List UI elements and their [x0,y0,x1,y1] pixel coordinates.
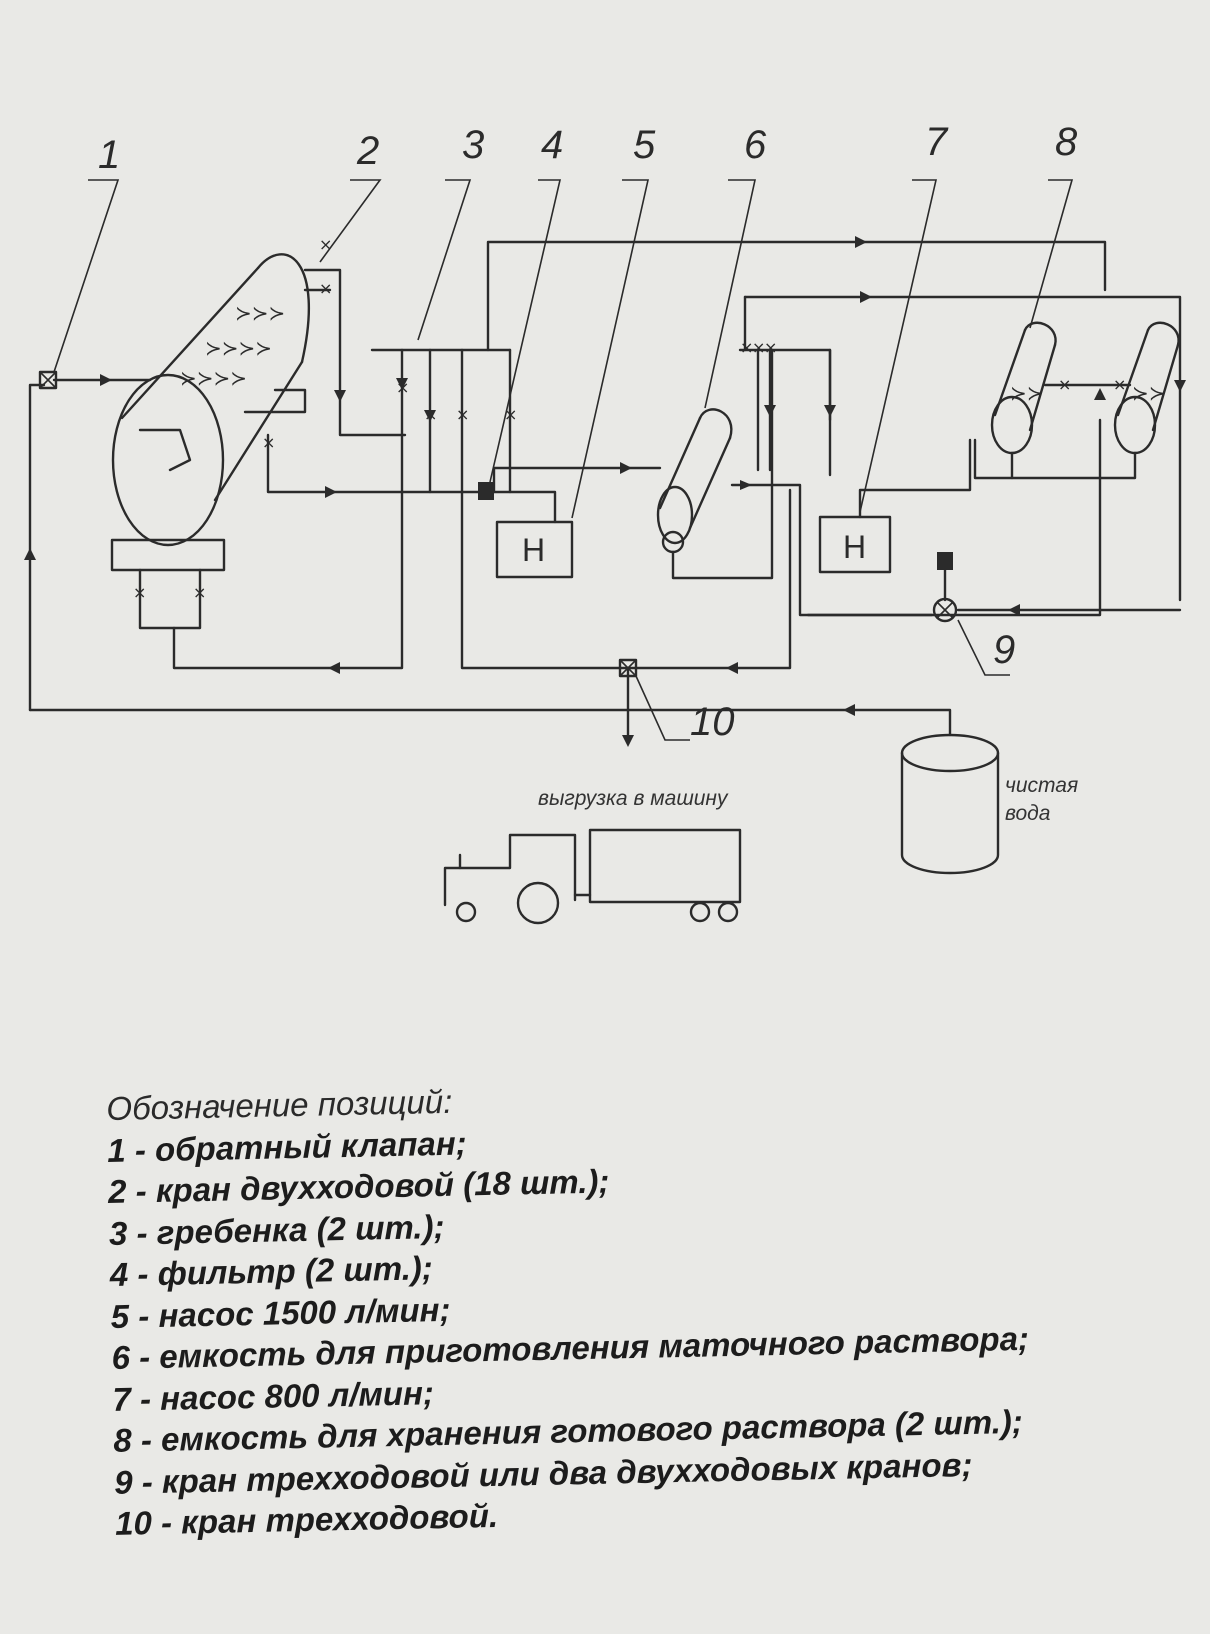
filter-4a [478,482,494,500]
callout-3: 3 [462,123,484,167]
three-way-valve-9 [932,597,958,623]
svg-text:≻≻≻≻: ≻≻≻≻ [205,336,272,360]
three-way-valve-10 [618,658,638,678]
svg-text:×: × [740,338,753,357]
svg-text:×: × [319,235,332,254]
callout-8: 8 [1055,120,1078,164]
svg-text:×: × [1058,375,1071,394]
filter-4b [937,552,953,570]
svg-text:×: × [193,583,206,602]
clean-water-tank [900,733,1000,875]
callout-1: 1 [98,133,120,177]
process-flow-diagram: ≻≻≻≻ ≻≻≻≻ ≻≻≻ × × [24,120,1186,925]
pump-7 [818,515,892,574]
svg-text:≻≻≻: ≻≻≻ [235,301,285,325]
svg-text:×: × [1113,375,1126,394]
callout-numbers: 1 2 3 4 5 6 7 8 9 10 [98,120,1078,744]
svg-text:×: × [262,433,275,452]
callout-7: 7 [925,120,949,164]
clean-water-label-line2: вода [1005,802,1050,825]
legend: Обозначение позиций: 1 - обратный клапан… [106,1065,1195,1544]
svg-text:×: × [456,405,469,424]
clean-water-label-line1: чистая [1005,774,1078,797]
truck-icon [443,828,742,925]
callout-2: 2 [356,129,379,173]
flow-arrows [24,236,1186,747]
check-valve-1 [38,370,58,390]
pipelines: ≻≻ ≻≻ [28,240,1182,875]
pump-7-label: Н [843,529,866,565]
callout-leaders [53,179,1074,741]
svg-text:≻≻: ≻≻ [1132,381,1166,405]
svg-text:≻≻: ≻≻ [1010,381,1044,405]
svg-text:×: × [764,338,777,357]
callout-9: 9 [993,628,1015,672]
callout-5: 5 [633,123,656,167]
pump-5 [495,520,574,579]
svg-text:×: × [752,338,765,357]
callout-10: 10 [690,700,735,744]
callout-4: 4 [541,123,563,167]
svg-text:×: × [133,583,146,602]
storage-tanks: ≻≻ ≻≻ [973,321,1180,480]
pump-5-label: Н [522,532,545,568]
svg-text:≻≻≻≻: ≻≻≻≻ [180,366,247,390]
unload-label: выгрузка в машину [538,787,729,810]
main-mixing-tank: ≻≻≻≻ ≻≻≻≻ ≻≻≻ × × [110,253,311,630]
callout-6: 6 [744,123,767,167]
svg-text:×: × [319,279,332,298]
mother-solution-vessel [656,348,774,580]
